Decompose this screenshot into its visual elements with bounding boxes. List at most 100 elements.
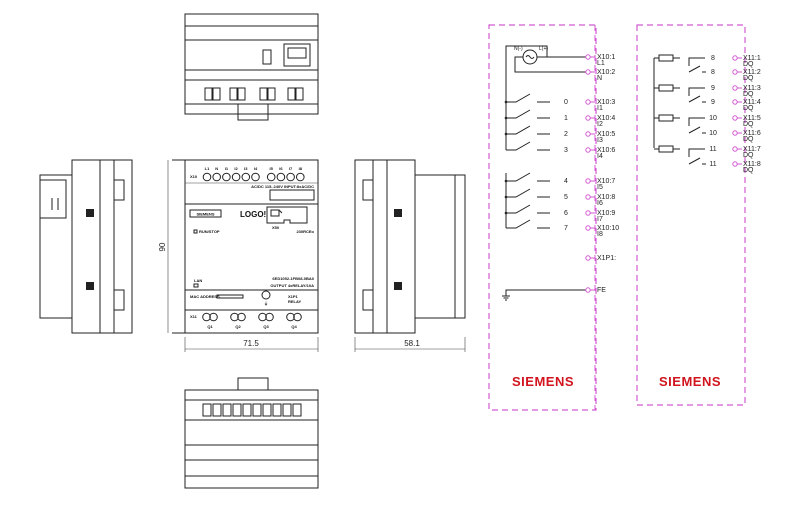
output-terminal-screw <box>258 312 267 322</box>
input-terminal-label: I7 <box>289 166 293 171</box>
terminal-signal: DQ <box>743 121 754 128</box>
terminal-name: X11:2 <box>743 69 761 76</box>
terminal-screw <box>259 87 268 101</box>
card-slot-x50: X50 <box>272 225 280 230</box>
input-switch <box>506 109 550 119</box>
output-terminal-screw <box>237 312 246 322</box>
terminal-screw <box>204 87 213 101</box>
terminal-name: X11:1 <box>743 55 761 62</box>
terminal-screw <box>252 403 262 417</box>
terminal-signal: L1 <box>597 60 605 67</box>
input-terminal-label: I4 <box>254 166 258 171</box>
terminal-signal: I7 <box>597 216 603 223</box>
ground-symbol: ⏚ <box>264 300 268 306</box>
output-terminal-screw <box>293 312 302 322</box>
output-number: 11 <box>709 161 716 168</box>
input-number: 0 <box>564 99 568 106</box>
terminal-name: X10:10 <box>597 225 619 232</box>
terminal-signal: DQ <box>743 61 754 68</box>
output-label: Q1 <box>207 324 213 329</box>
left-side-view <box>39 159 133 334</box>
depth-dimension: 58.1 <box>404 339 420 348</box>
input-switch <box>506 172 550 182</box>
bottom-view <box>184 377 319 489</box>
terminal-signal: I3 <box>597 137 603 144</box>
terminal-connector <box>585 225 591 231</box>
terminal-connector <box>732 99 738 105</box>
right-side-view: 58.1 <box>354 159 466 352</box>
junction-dot <box>504 179 508 183</box>
terminal-screw <box>267 87 276 101</box>
input-switch <box>506 188 550 198</box>
terminal-connector <box>585 69 591 75</box>
port-type: RELAY <box>288 299 302 304</box>
terminal-name: X10:6 <box>597 147 615 154</box>
terminal-name: X10:1 <box>597 54 615 61</box>
input-number: 5 <box>564 194 568 201</box>
lan-label: LAN <box>194 278 202 283</box>
relay-coil <box>658 54 674 62</box>
input-terminal-label: I5 <box>270 166 274 171</box>
terminal-name: X11:5 <box>743 115 761 122</box>
input-terminal-screw <box>212 172 221 182</box>
terminal-screw <box>212 403 222 417</box>
input-number: 3 <box>564 147 568 154</box>
terminal-signal: I6 <box>597 200 603 207</box>
input-terminal-label: L1 <box>205 166 210 171</box>
relay-contact <box>688 117 706 134</box>
siemens-logo-inputs: SIEMENS <box>512 374 574 389</box>
relay-contact <box>688 57 706 73</box>
terminal-screw <box>237 87 246 101</box>
input-terminal-label: I2 <box>234 166 238 171</box>
input-terminal-screw <box>241 172 251 182</box>
terminal-name: X10:3 <box>597 99 615 106</box>
run-stop-label: RUN/STOP <box>199 229 220 234</box>
input-terminal-label: I8 <box>299 166 303 171</box>
terminal-connector <box>585 54 591 60</box>
input-rating: AC/DC 115..240V INPUT:8xAC/DC <box>251 184 314 189</box>
terminal-connector <box>732 146 738 152</box>
input-number: 6 <box>564 210 568 217</box>
output-number: 10 <box>709 115 717 122</box>
terminal-screw <box>202 403 212 417</box>
terminal-signal: DQ <box>743 152 754 159</box>
terminal-name: X10:8 <box>597 194 615 201</box>
output-number: 10 <box>709 130 717 137</box>
terminal-signal: DQ <box>743 167 754 174</box>
terminal-screw <box>222 403 232 417</box>
junction-dot <box>504 116 508 120</box>
input-switch <box>506 93 550 103</box>
output-number: 8 <box>711 69 715 76</box>
terminal-name: X11:6 <box>743 130 761 137</box>
input-terminal-screw <box>266 172 276 182</box>
terminal-connector <box>585 194 591 200</box>
terminal-name: X11:4 <box>743 99 761 106</box>
terminal-screw <box>242 403 252 417</box>
terminal-signal: I8 <box>597 231 603 238</box>
relay-contact <box>688 87 706 103</box>
terminal-connector <box>732 115 738 121</box>
input-switch <box>506 204 550 214</box>
output-rating: OUTPUT 4xRELAY/10A <box>270 283 314 288</box>
output-terminal-screw <box>286 312 295 322</box>
terminal-connector <box>732 130 738 136</box>
terminal-block-x11-label: X11 <box>190 314 198 319</box>
input-terminal-screw <box>222 172 231 182</box>
order-number: 6ED1052-1FB08-0BA0 <box>272 276 314 281</box>
terminal-signal: I2 <box>597 121 603 128</box>
terminal-name: X10:4 <box>597 115 615 122</box>
terminal-connector <box>585 147 591 153</box>
width-dimension: 71.5 <box>243 339 259 348</box>
siemens-logo-outputs: SIEMENS <box>659 374 721 389</box>
output-terminal-screw <box>209 312 218 322</box>
terminal-connector <box>732 69 738 75</box>
output-terminal-screw <box>202 312 211 322</box>
input-schematic: N(-) L(+) X10:1L1X10:2NX10:3I10X10:4I21X… <box>488 24 619 411</box>
input-number: 7 <box>564 225 568 232</box>
height-dimension: 90 <box>158 242 167 251</box>
terminal-connector <box>585 115 591 121</box>
top-view <box>184 13 319 121</box>
